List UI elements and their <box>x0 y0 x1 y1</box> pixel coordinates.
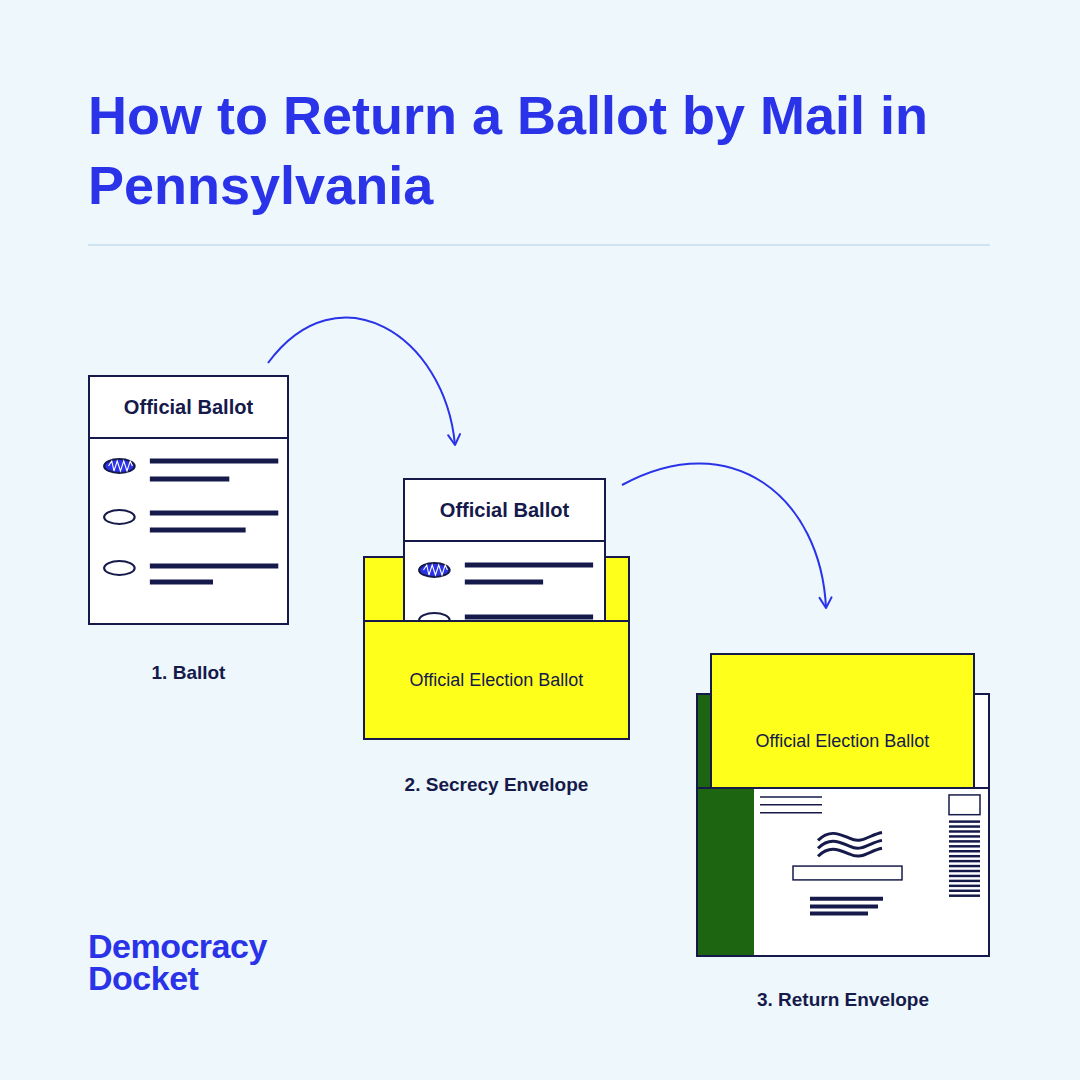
envelope-label: Official Election Ballot <box>410 670 584 691</box>
return-envelope-face <box>698 789 988 955</box>
brand-logo: Democracy Docket <box>88 930 267 994</box>
arrow-head <box>820 597 832 608</box>
arrow-line <box>622 463 826 608</box>
secrecy-envelope: Official Election Ballot <box>710 653 975 789</box>
secrecy-envelope: 2. Secrecy EnvelopeOfficial Ballot Offic… <box>363 556 630 740</box>
ballot-heading: Official Ballot <box>90 377 287 439</box>
flow-arrow <box>622 463 832 608</box>
ballot-heading: Official Ballot <box>405 480 604 542</box>
step-caption: 2. Secrecy Envelope <box>405 774 589 796</box>
divider-line <box>88 244 990 246</box>
return-envelope: 3. Return EnvelopeOfficial Election Ball… <box>696 693 990 957</box>
envelope-strip <box>698 789 754 955</box>
step-caption: 3. Return Envelope <box>757 989 929 1011</box>
arrow-line <box>268 318 455 445</box>
flow-arrow <box>268 318 460 445</box>
diagram-title: How to Return a Ballot by Mail in Pennsy… <box>88 80 948 220</box>
envelope-front <box>698 787 988 955</box>
arrow-head <box>448 434 460 445</box>
envelope-label: Official Election Ballot <box>756 731 930 752</box>
step-caption: 1. Ballot <box>152 662 226 684</box>
ballot-card: Official Ballot1. Ballot <box>88 375 289 625</box>
envelope-front: Official Election Ballot <box>365 620 628 738</box>
